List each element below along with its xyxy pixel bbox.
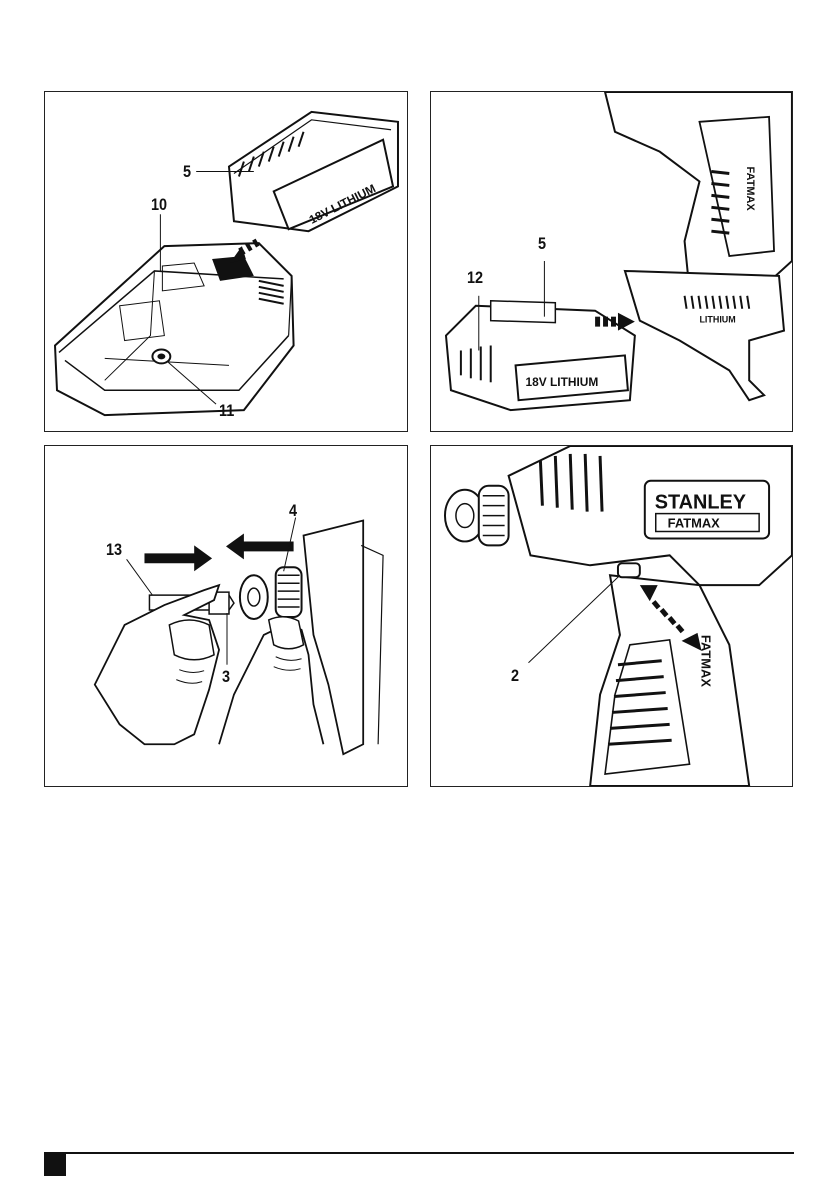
callout-13: 13 xyxy=(106,541,122,558)
charger-illustration: 18V LITHIUM xyxy=(45,92,407,431)
bit-insertion-illustration xyxy=(45,446,407,786)
handle-print-b: FATMAX xyxy=(744,167,756,212)
figure-d-direction-switch: STANLEY FATMAX FATMAX 2 xyxy=(430,445,793,787)
callout-10: 10 xyxy=(151,196,167,213)
figure-b-battery-insert: FATMAX LITHIUM 18V LITHIUM 5 12 xyxy=(430,91,793,432)
figure-a-battery-charger: 18V LITHIUM 5 10 11 xyxy=(44,91,408,432)
figure-c-bit-insertion: 13 4 3 xyxy=(44,445,408,787)
callout-5: 5 xyxy=(538,235,546,252)
badge-bottom-text: FATMAX xyxy=(668,516,720,531)
page-marker xyxy=(44,1154,66,1176)
callout-2: 2 xyxy=(511,667,519,684)
callout-5: 5 xyxy=(183,163,191,180)
tool-battery-illustration: FATMAX LITHIUM 18V LITHIUM xyxy=(431,92,792,431)
badge-top-text: STANLEY xyxy=(655,492,746,514)
switch-illustration: STANLEY FATMAX FATMAX xyxy=(431,446,792,786)
tool-print-b: LITHIUM xyxy=(699,315,735,325)
handle-print-d: FATMAX xyxy=(698,635,713,687)
footer-rule xyxy=(44,1152,794,1154)
callout-11: 11 xyxy=(219,402,234,419)
callout-12: 12 xyxy=(467,269,483,286)
callout-4: 4 xyxy=(289,502,297,519)
callout-3: 3 xyxy=(222,668,230,685)
battery-print-b: 18V LITHIUM xyxy=(526,375,599,389)
